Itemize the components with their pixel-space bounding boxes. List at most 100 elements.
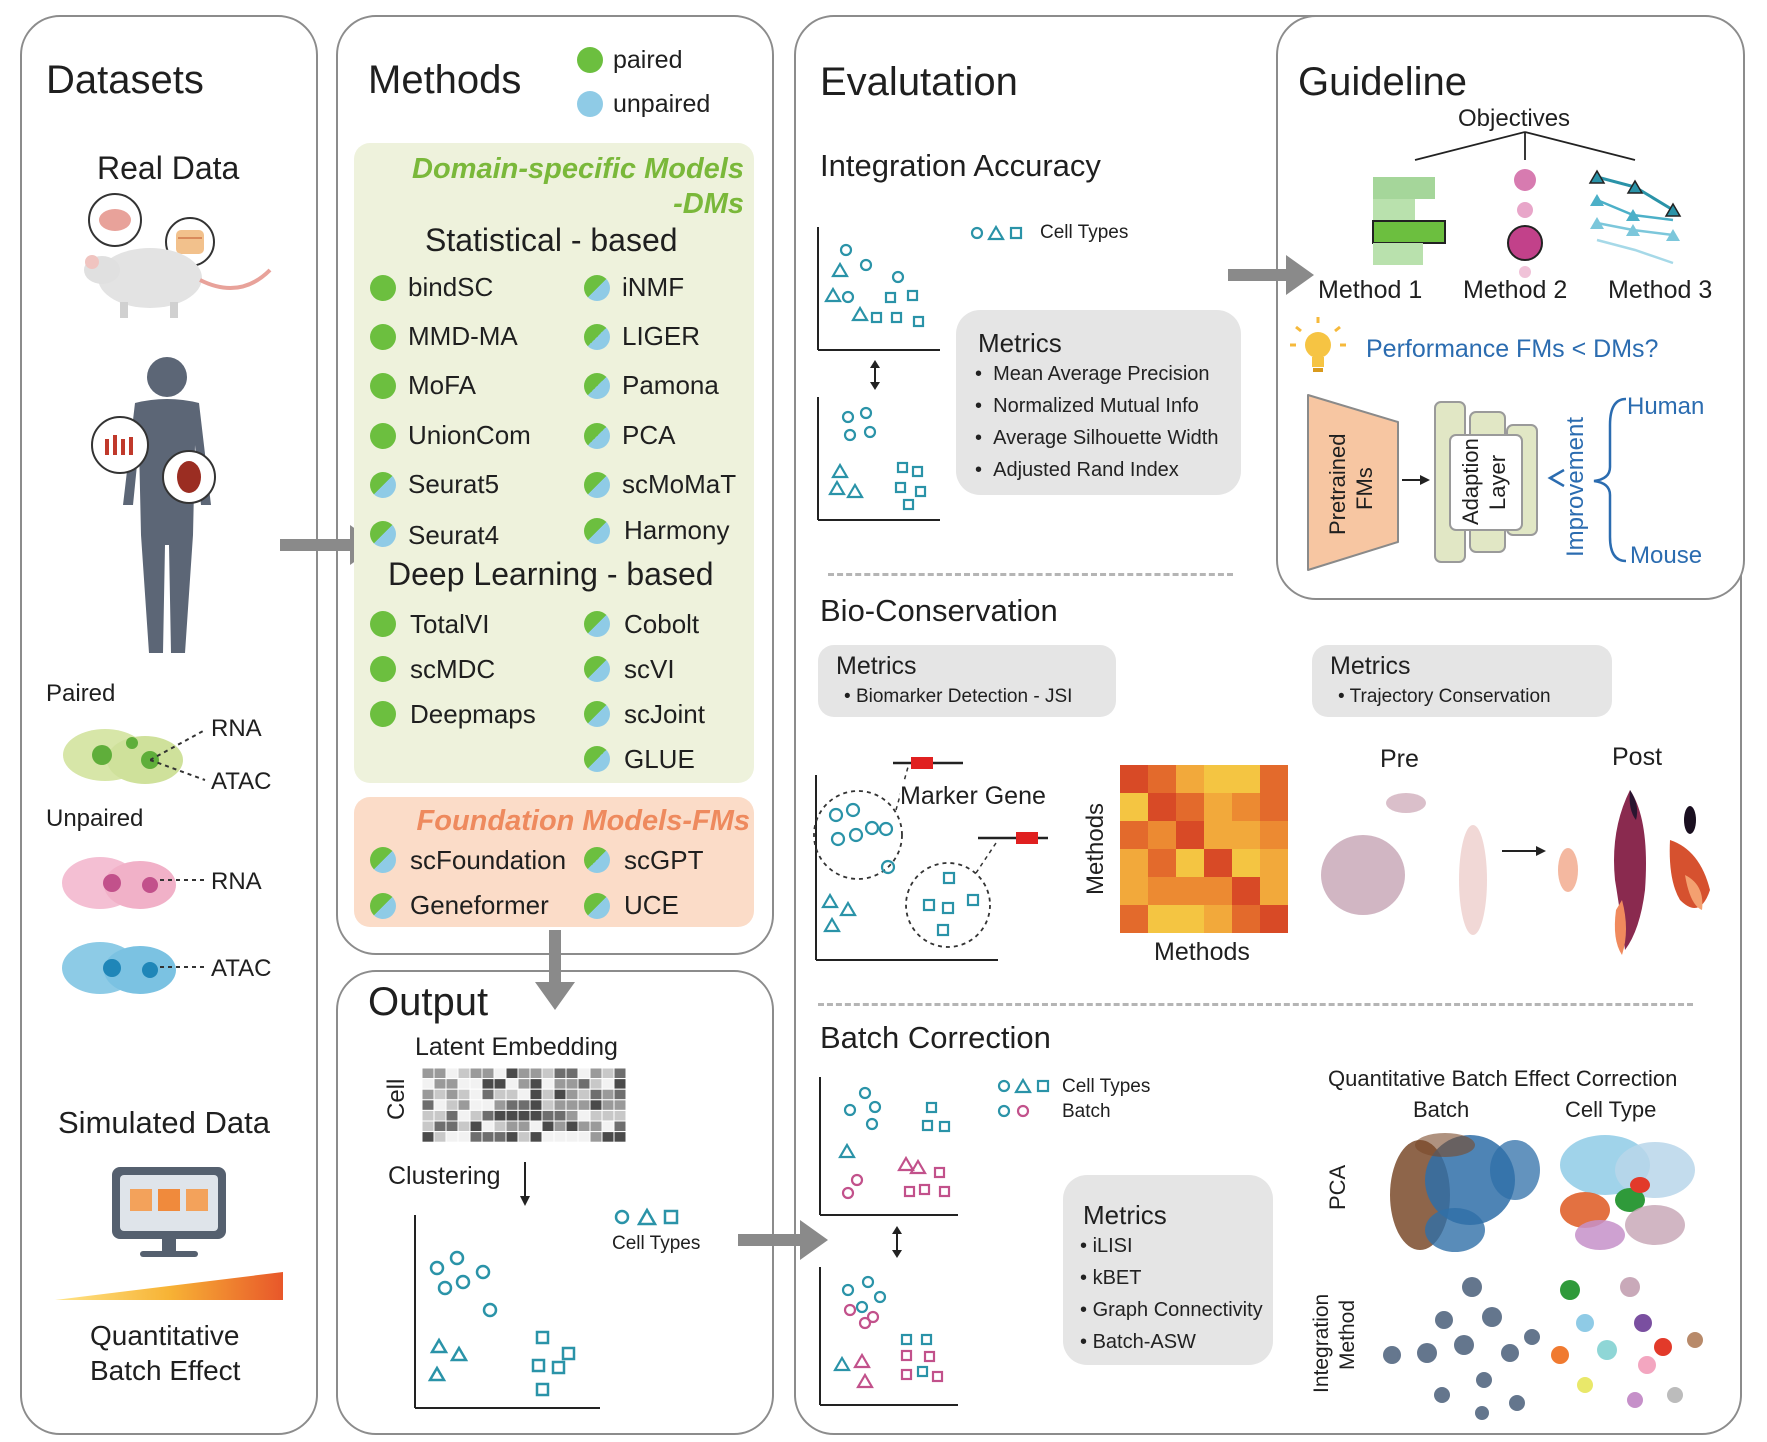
metric-ilisi: • iLISI [1080, 1235, 1133, 1257]
heatmap-cell [1260, 849, 1288, 877]
latent-cell [613, 1099, 627, 1111]
batch-effect-gradient-bar [55, 1272, 283, 1300]
bio-metrics2-title: Metrics [1330, 652, 1411, 680]
uce-dot [584, 893, 610, 919]
pretrained-label-2: FMs [1352, 467, 1377, 510]
method-cobolt: Cobolt [624, 609, 700, 639]
heatmap-cell [1120, 793, 1148, 821]
mofa-dot [370, 373, 396, 399]
trajectory-post-umap [1558, 790, 1710, 955]
trajectory-arrow [1502, 846, 1546, 856]
method-pamona: Pamona [622, 370, 719, 400]
latent-cell [469, 1120, 483, 1133]
clustering-arrow [520, 1162, 530, 1206]
improvement-label: Improvement [1562, 416, 1589, 557]
latent-cell [517, 1068, 531, 1080]
deepmaps-dot [370, 701, 396, 727]
metric-ari-label: Adjusted Rand Index [993, 459, 1179, 481]
latent-cell [553, 1078, 567, 1090]
latent-cell [565, 1088, 579, 1101]
latent-cell [529, 1120, 543, 1133]
heatmap-cell [1176, 877, 1204, 905]
latent-cell [505, 1120, 519, 1133]
deep-learning-heading: Deep Learning - based [388, 556, 714, 592]
latent-cell [445, 1088, 459, 1101]
method-unioncom: UnionCom [408, 420, 531, 450]
mouse-illustration [84, 193, 272, 318]
latent-cell [457, 1099, 471, 1111]
metric-graph-connectivity-label: Graph Connectivity [1092, 1299, 1263, 1321]
geneformer-dot [370, 893, 396, 919]
batch-metrics-title: Metrics [1083, 1200, 1167, 1230]
latent-cell [589, 1099, 603, 1111]
method2-dots-icon [1507, 169, 1543, 278]
latent-cell [553, 1109, 567, 1122]
latent-cell [589, 1078, 603, 1090]
latent-cell [433, 1109, 447, 1122]
latent-cell [422, 1131, 435, 1143]
method-scmdc: scMDC [410, 654, 496, 684]
biomarker-scatter [813, 757, 1048, 961]
latent-cell [493, 1109, 507, 1122]
latent-cell [445, 1120, 459, 1133]
heatmap-cell [1176, 821, 1204, 849]
latent-cell [445, 1131, 459, 1143]
heatmap-x-label: Methods [1154, 938, 1250, 966]
heatmap-cell [1232, 905, 1260, 933]
paired-label: Paired [46, 680, 116, 707]
improvement-brace [1593, 397, 1627, 563]
legend-unpaired-label: unpaired [613, 90, 711, 118]
method-scmomat: scMoMaT [622, 469, 737, 499]
heatmap-cell [1120, 765, 1148, 793]
latent-embedding-label: Latent Embedding [415, 1033, 618, 1061]
latent-cell [505, 1088, 519, 1101]
quant-batch-line2: Batch Effect [90, 1355, 241, 1386]
pretrained-to-adaption-arrow [1402, 475, 1430, 485]
latent-cell [553, 1131, 567, 1143]
latent-cell [469, 1088, 483, 1101]
unpaired-rna-leader [160, 879, 208, 881]
method2-label: Method 2 [1463, 276, 1568, 304]
integration-scatter-bottom [817, 397, 940, 521]
clustering-label: Clustering [388, 1162, 501, 1190]
dm-title-line2: -DMs [673, 188, 744, 220]
objectives-label: Objectives [1458, 105, 1571, 132]
cell-axis-label: Cell [383, 1078, 410, 1120]
method-mofa: MoFA [408, 370, 476, 400]
output-title: Output [368, 980, 489, 1024]
latent-cell [613, 1131, 627, 1143]
latent-cell [433, 1078, 447, 1090]
cobolt-dot [584, 611, 610, 637]
scmdc-dot [370, 656, 396, 682]
latent-cell [613, 1068, 627, 1080]
human-illustration [91, 357, 216, 653]
bio-metrics2-item: • Trajectory Conservation [1338, 686, 1551, 707]
batch-batch-label: Batch [1062, 1101, 1111, 1122]
integration-legend-shapes [970, 224, 1023, 241]
bio-metrics-box-1 [818, 645, 1116, 717]
latent-cell [613, 1078, 627, 1090]
latent-cell [553, 1088, 567, 1101]
metric-batch-asw-label: Batch-ASW [1092, 1331, 1196, 1353]
latent-cell [577, 1088, 591, 1101]
scfoundation-dot [370, 847, 396, 873]
method-liger: LIGER [622, 321, 701, 351]
latent-cell [589, 1088, 603, 1101]
latent-cell [577, 1099, 591, 1111]
latent-cell [577, 1109, 591, 1122]
monitor-icon [112, 1167, 226, 1257]
latent-cell [433, 1099, 447, 1111]
latent-cell [481, 1068, 495, 1080]
metric-trajectory-label: Trajectory Conservation [1349, 686, 1551, 707]
metric-map-label: Mean Average Precision [993, 363, 1210, 385]
integration-metrics-list: • Mean Average Precision • Normalized Mu… [975, 358, 1218, 486]
latent-cell [505, 1068, 519, 1080]
heatmap-cell [1176, 793, 1204, 821]
method3-label: Method 3 [1608, 276, 1713, 304]
method-deepmaps: Deepmaps [410, 699, 536, 729]
latent-cell [565, 1120, 579, 1133]
batch-double-arrow [892, 1226, 902, 1258]
heatmap-cell [1176, 905, 1204, 933]
seurat4-dot [370, 521, 396, 547]
latent-cell [613, 1088, 627, 1101]
